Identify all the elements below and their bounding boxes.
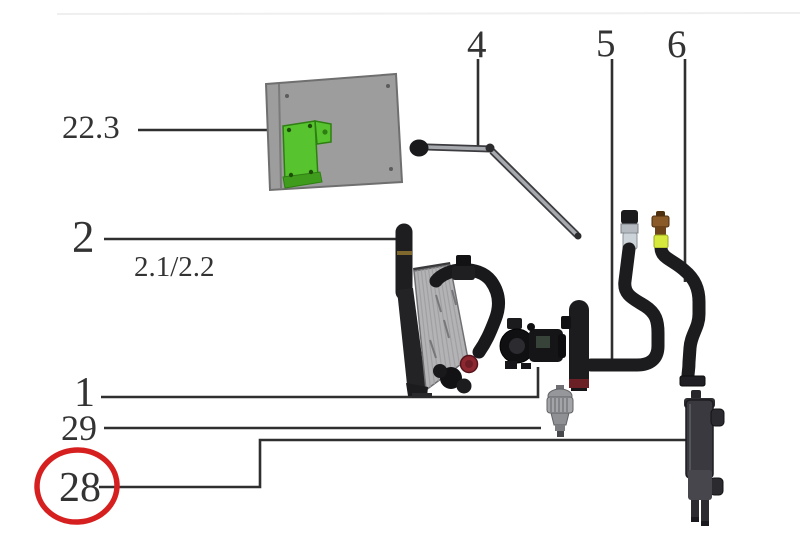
hose6-body [654,247,706,377]
pump-motor-endcap [558,334,566,358]
pump-foot-right [521,363,531,369]
tube-diagonal [490,149,579,237]
radiator-left-frame [397,288,426,394]
pump-volute-cap [509,338,525,354]
bottom-fitting-knob-left [433,364,447,378]
radiator-top-fitting [452,266,475,280]
red-ring-center [465,360,473,368]
bracket-bolt [307,123,313,129]
tube-shaft [426,145,492,151]
bracket-hole [322,129,328,135]
pipe-brass-band [397,251,412,255]
hose5-end-edge [571,388,587,391]
panel-screw [389,167,393,171]
part-label-1: 1 [74,370,95,416]
bracket-bolt [286,127,292,133]
reservoir-top-nub [691,390,701,399]
hose5-silver-band [620,223,639,234]
pump-motor-highlight [536,336,550,348]
tube-ball-end [409,139,429,157]
highlight-circle [34,447,120,525]
reservoir-prong-tip [701,521,709,526]
valve-tip [557,431,564,437]
pump-top-port [507,318,522,329]
bottom-fitting-knob-small [456,378,472,394]
hose5-red-band [569,379,589,388]
cover-panel-part [264,72,404,192]
reservoir-prong-left [691,500,699,522]
valve-taper [550,412,570,426]
radiator-foot-base [412,393,432,398]
part-label-4: 4 [467,23,487,66]
tube-tip [574,232,582,240]
leader-line-28 [99,438,691,489]
upper-hose-part [561,210,665,391]
pump-foot [505,361,517,369]
pump-part [499,318,566,369]
pump-top-bolt [527,323,535,331]
reservoir-prong-right [701,500,709,526]
hose6-bottom-flange [679,375,706,387]
part-label-22-3: 22.3 [62,110,120,146]
leader-lines [99,59,691,489]
reservoir-lower-section [688,470,712,500]
valve-ribs [550,398,568,412]
lower-hose-part [651,211,706,387]
reservoir-part [684,390,725,526]
hose5-connector-cap [621,210,638,224]
bracket-bolt [308,169,314,175]
vent-valve-part [546,385,574,437]
part-label-29: 29 [61,408,97,448]
hose5-s-bend [584,242,665,372]
part-label-6: 6 [667,23,687,66]
core-streaks [429,289,457,359]
hose5-side-tab [561,316,571,329]
valve-stem [556,385,564,391]
bent-tube-part [409,139,582,240]
radiator-top-fitting-cap [456,255,471,267]
scan-artifact-line [56,12,800,15]
tube-elbow-joint [485,143,495,153]
part-label-2: 2 [72,212,95,262]
panel-screw [386,84,390,88]
part-label-5: 5 [596,22,616,65]
hose6-brown-cap [651,215,670,228]
leader-line-1 [101,367,540,399]
valve-lower [555,425,565,431]
panel-fold-edge [278,83,282,189]
bracket-bolt [288,172,294,178]
reservoir-prong-tip [691,517,699,522]
hose6-cap-neck [655,227,666,236]
hose5-pipe-lower [569,370,589,380]
panel-screw [285,94,289,98]
part-label-2-1-2-2: 2.1/2.2 [134,251,215,283]
reservoir-boss-upper [710,408,725,427]
hose6-yellow-band [653,234,669,249]
part-label-28: 28 [59,465,101,511]
radiator-part [395,223,505,398]
